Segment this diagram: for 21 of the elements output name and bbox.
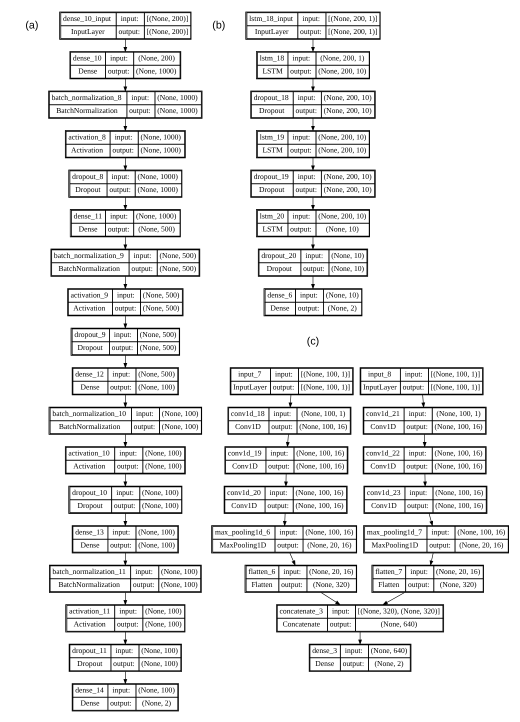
arrow — [320, 592, 341, 605]
arrow — [428, 512, 434, 526]
arrow — [311, 157, 315, 170]
arrow — [311, 118, 315, 131]
arrow — [288, 394, 292, 408]
arrow — [284, 473, 288, 486]
arrow — [382, 592, 405, 604]
arrow — [421, 394, 426, 408]
arrow — [311, 78, 315, 92]
arrow — [311, 276, 315, 289]
label: (c) — [306, 335, 320, 348]
arrow — [423, 473, 427, 486]
label: (b) — [212, 19, 226, 32]
arrow — [311, 196, 315, 210]
arrow — [430, 552, 434, 566]
arrow — [290, 552, 296, 566]
arrow — [286, 434, 290, 447]
arrow — [311, 38, 315, 52]
arrow — [282, 512, 287, 526]
label: (a) — [25, 19, 38, 32]
arrow — [311, 236, 315, 250]
